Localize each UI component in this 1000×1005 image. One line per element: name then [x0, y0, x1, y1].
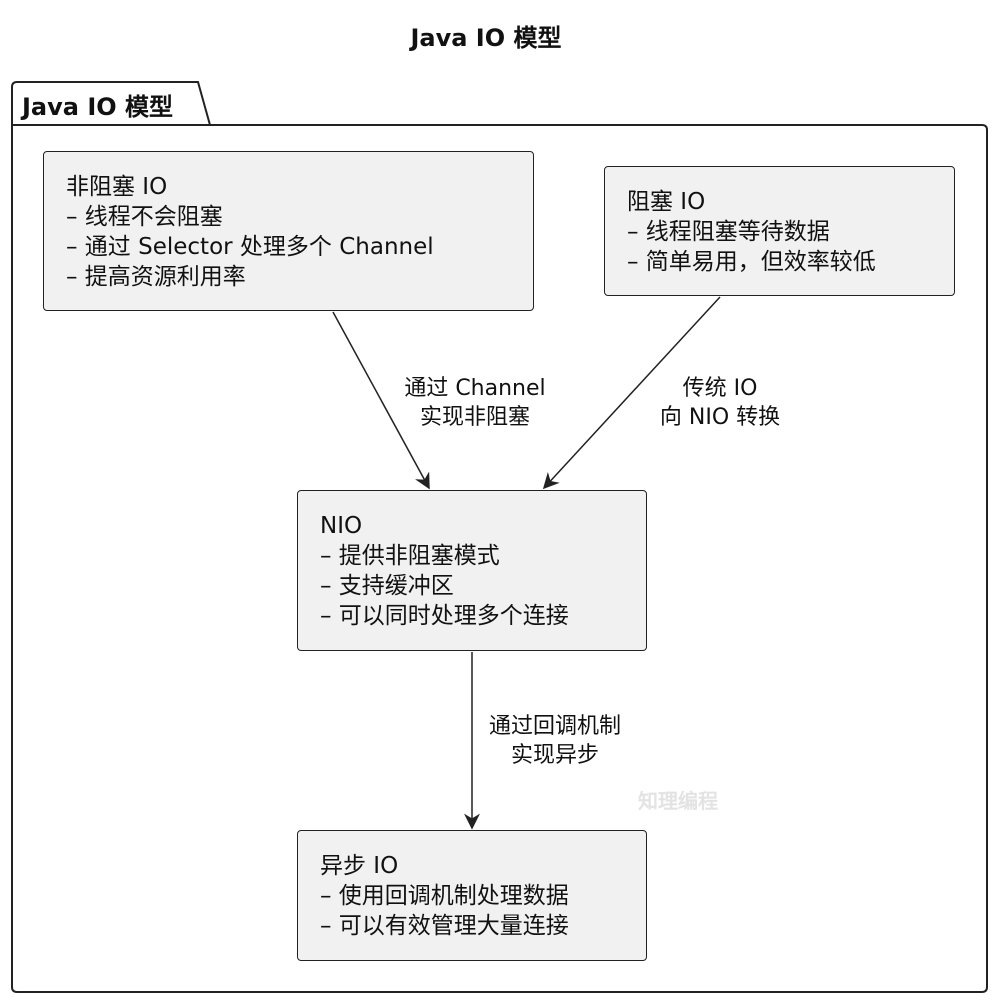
edge-label-line: 传统 IO [682, 376, 758, 401]
edge-label-nonblocking-to-nio: 通过 Channel 实现非阻塞 [385, 374, 565, 432]
edge-label-line: 通过 Channel [404, 376, 546, 401]
node-line: – 线程阻塞等待数据 [627, 219, 830, 245]
edge-nonblocking-to-nio [332, 311, 430, 490]
node-line: – 使用回调机制处理数据 [320, 883, 569, 909]
node-blocking-io: 阻塞 IO – 线程阻塞等待数据 – 简单易用，但效率较低 [604, 166, 955, 296]
node-line: – 通过 Selector 处理多个 Channel [66, 234, 434, 260]
package-label: Java IO 模型 [22, 93, 174, 121]
edge-label-nio-to-async: 通过回调机制 实现异步 [460, 712, 650, 770]
node-line: – 提供非阻塞模式 [320, 543, 500, 569]
node-title: 非阻塞 IO [66, 174, 168, 200]
node-line: – 可以同时处理多个连接 [320, 603, 569, 629]
node-nio: NIO – 提供非阻塞模式 – 支持缓冲区 – 可以同时处理多个连接 [297, 490, 647, 651]
node-line: – 支持缓冲区 [320, 573, 454, 599]
node-line: – 可以有效管理大量连接 [320, 913, 569, 939]
watermark: 知理编程 [638, 789, 718, 813]
edge-label-line: 实现异步 [510, 743, 599, 768]
node-line: – 线程不会阻塞 [66, 204, 223, 230]
diagram-title: Java IO 模型 [410, 24, 562, 52]
node-title: 异步 IO [320, 853, 399, 879]
package-frame [11, 81, 988, 993]
node-line: – 提高资源利用率 [66, 264, 246, 290]
edge-label-blocking-to-nio: 传统 IO 向 NIO 转换 [620, 374, 820, 432]
edge-label-line: 向 NIO 转换 [659, 405, 781, 430]
node-nonblocking-io: 非阻塞 IO – 线程不会阻塞 – 通过 Selector 处理多个 Chann… [43, 151, 534, 311]
edge-label-line: 通过回调机制 [488, 714, 621, 739]
edge-blocking-to-nio [542, 296, 721, 490]
node-title: NIO [320, 513, 363, 539]
node-title: 阻塞 IO [627, 189, 706, 215]
edge-label-line: 实现非阻塞 [419, 405, 530, 430]
node-line: – 简单易用，但效率较低 [627, 249, 876, 275]
node-async-io: 异步 IO – 使用回调机制处理数据 – 可以有效管理大量连接 [297, 830, 647, 961]
